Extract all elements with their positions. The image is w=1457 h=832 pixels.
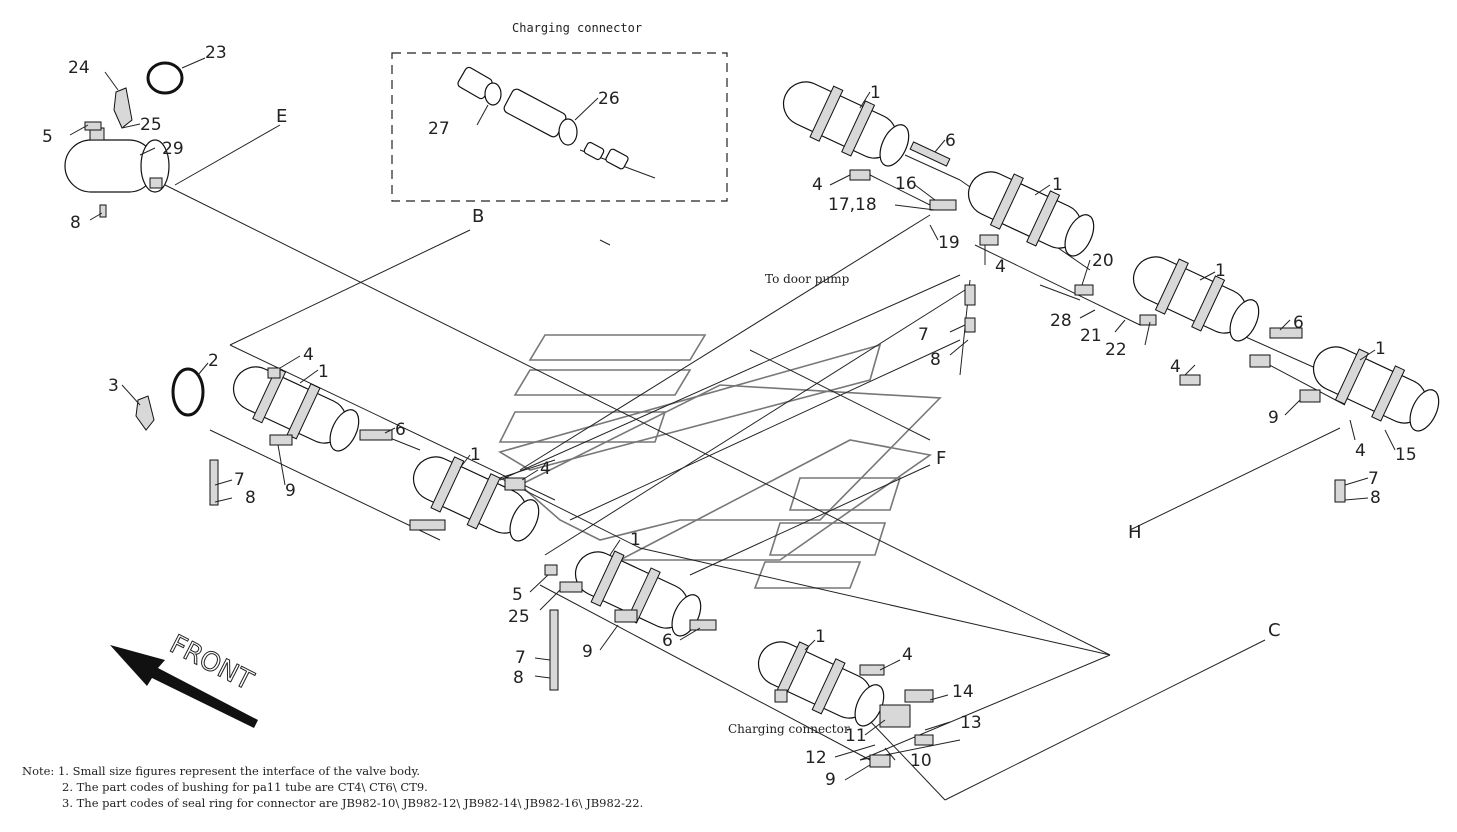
callout: 8: [245, 488, 256, 508]
callout: 1: [1375, 339, 1386, 359]
air-tank-right-1: [782, 81, 910, 167]
callout: 8: [513, 668, 524, 688]
clamp-2: [171, 367, 205, 417]
callout: 4: [1170, 357, 1181, 377]
callout: 1: [318, 362, 329, 382]
callout: 24: [68, 58, 90, 78]
callout: 8: [70, 213, 81, 233]
callout: 4: [812, 175, 823, 195]
callout: 1: [630, 530, 641, 550]
note-line-2: 2. The part codes of bushing for pa11 tu…: [62, 780, 428, 794]
charging-connector-title: Charging connector: [512, 21, 642, 35]
air-tank-right-4: [1312, 346, 1440, 432]
callout: 1: [470, 445, 481, 465]
callout: 19: [938, 233, 960, 253]
letter-f: F: [936, 448, 946, 469]
callout: 5: [42, 127, 53, 147]
note-line-3: 3. The part codes of seal ring for conne…: [62, 796, 643, 810]
callout: 5: [512, 585, 523, 605]
callout: 23: [205, 43, 227, 63]
callout: 16: [895, 174, 917, 194]
callout: 7: [1368, 469, 1379, 489]
charging-connector-parts: [457, 66, 629, 170]
callout: 2: [208, 351, 219, 371]
air-tank-mid-2: [412, 456, 540, 542]
callout: 7: [234, 470, 245, 490]
callout: 9: [1268, 408, 1279, 428]
callout: 27: [428, 119, 450, 139]
callout: 4: [1355, 441, 1366, 461]
bracket-24: [113, 87, 133, 129]
letter-b: B: [472, 206, 484, 227]
fittings: [84, 121, 1346, 768]
callout: 25: [140, 115, 162, 135]
watermark-logo: [497, 334, 942, 589]
callout: 1: [870, 83, 881, 103]
note-line-1: Note: 1. Small size figures represent th…: [22, 764, 420, 778]
callout: 29: [162, 139, 184, 159]
callout: 6: [1293, 313, 1304, 333]
callout: 6: [662, 631, 673, 651]
connection-lines: [154, 124, 1346, 801]
air-tank-right-2: [967, 171, 1095, 257]
charging-connector-box: [391, 52, 728, 202]
callout: 1: [1215, 261, 1226, 281]
air-tank-mid-1: [232, 366, 360, 452]
callout: 13: [960, 713, 982, 733]
callout: 8: [1370, 488, 1381, 508]
callout: 4: [303, 345, 314, 365]
callout: 28: [1050, 311, 1072, 331]
callout: 9: [825, 770, 836, 790]
clamp-23: [146, 61, 184, 95]
letter-h: H: [1128, 522, 1142, 543]
callout: 11: [845, 726, 867, 746]
callout: 9: [582, 642, 593, 662]
letter-c: C: [1268, 620, 1281, 641]
callout: 4: [540, 459, 551, 479]
callout: 12: [805, 748, 827, 768]
front-arrow: [110, 645, 258, 728]
callout: 9: [285, 481, 296, 501]
air-tank-mid-3: [574, 550, 702, 637]
callout: 3: [108, 376, 119, 396]
callout: 21: [1080, 326, 1102, 346]
callout: 1: [1052, 175, 1063, 195]
callout: 1: [815, 627, 826, 647]
callout: 4: [902, 645, 913, 665]
callout: 25: [508, 607, 530, 627]
air-tank-right-3: [1132, 256, 1260, 342]
callout: 17,18: [828, 195, 877, 215]
callout: 6: [945, 131, 956, 151]
leader-lines: [69, 57, 1396, 781]
callout: 14: [952, 682, 974, 702]
callout: 10: [910, 751, 932, 771]
charging-connector-small-label: Charging connector: [728, 722, 850, 736]
bracket-3: [135, 395, 155, 431]
letter-e: E: [276, 106, 287, 127]
callout: 20: [1092, 251, 1114, 271]
callout: 8: [930, 350, 941, 370]
callout: 26: [598, 89, 620, 109]
callout: 15: [1395, 445, 1417, 465]
air-tank-bottom: [757, 641, 885, 727]
callout: 7: [918, 325, 929, 345]
callout: 4: [995, 257, 1006, 277]
callout: 7: [515, 648, 526, 668]
callout: 22: [1105, 340, 1127, 360]
to-door-pump-label: To door pump: [765, 272, 850, 286]
callout: 6: [395, 420, 406, 440]
